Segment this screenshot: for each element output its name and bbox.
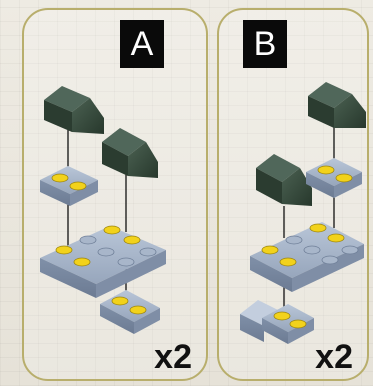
green-slope-brick-b2 bbox=[256, 154, 312, 206]
step-panel-a: A x2 bbox=[22, 8, 208, 381]
gray-plate-2x4-b bbox=[250, 222, 364, 292]
green-slope-brick-b1 bbox=[308, 82, 366, 128]
gray-plate-1x2-a bbox=[40, 166, 98, 206]
gray-plate-2x4-a bbox=[40, 225, 166, 298]
gray-plate-1x2-a-bottom bbox=[100, 290, 160, 334]
quantity-label-a: x2 bbox=[154, 338, 192, 376]
gray-plate-1x2-b bbox=[306, 158, 362, 198]
green-slope-brick-a1 bbox=[44, 86, 104, 134]
step-label-a: A bbox=[120, 20, 164, 68]
quantity-label-b: x2 bbox=[315, 338, 353, 376]
green-slope-brick-a2 bbox=[102, 128, 158, 178]
gray-plate-1x2-b-bottom bbox=[262, 304, 314, 344]
step-label-b: B bbox=[243, 20, 287, 68]
